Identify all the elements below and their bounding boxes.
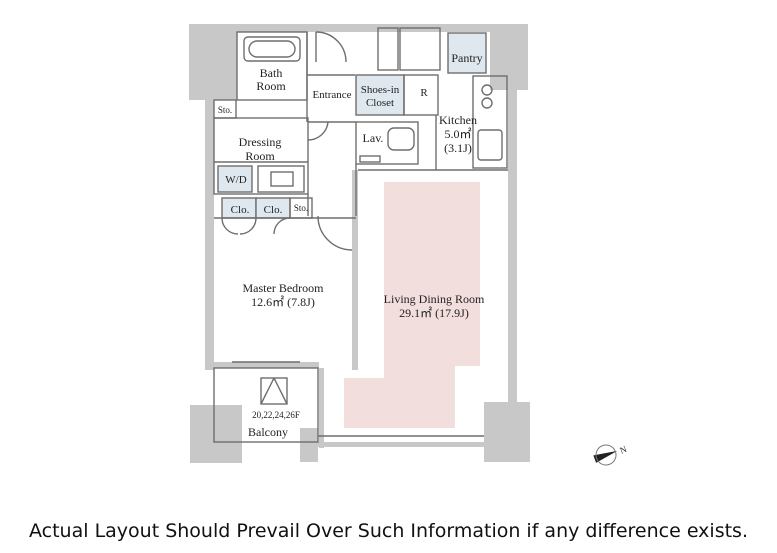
room-labels: Bath Room Entrance Shoes-in Closet R Pan… — [218, 51, 485, 439]
storage-mid-label: Sto. — [294, 203, 308, 213]
washer-dryer-label: W/D — [225, 174, 246, 186]
svg-text:N: N — [618, 444, 628, 456]
living-area-highlight — [344, 182, 480, 428]
dressing-room-label-line2: Room — [245, 149, 275, 163]
shoes-closet-label-line2: Closet — [366, 97, 394, 109]
fridge-label: R — [420, 87, 428, 99]
closet-1-label: Clo. — [231, 204, 250, 216]
disclaimer-text: Actual Layout Should Prevail Over Such I… — [29, 520, 748, 542]
kitchen-label-line3: (3.1J) — [444, 141, 472, 155]
dressing-room-label-line1: Dressing — [239, 135, 282, 149]
interior-lines — [213, 27, 508, 443]
floor-plan: N Bath Room Entrance Shoes-in Closet R P… — [189, 24, 628, 466]
kitchen-label-line2: 5.0㎡ — [444, 127, 471, 141]
living-dining-label-line1: Living Dining Room — [384, 292, 485, 306]
closet-2-label: Clo. — [264, 204, 283, 216]
north-arrow-icon: N — [593, 444, 628, 466]
bath-room-label-line2: Room — [256, 79, 286, 93]
shoes-closet-label-line1: Shoes-in — [361, 84, 400, 96]
bath-room-label-line1: Bath — [260, 66, 283, 80]
walls — [189, 24, 530, 463]
storage-top-label: Sto. — [218, 105, 232, 115]
living-dining-label-line2: 29.1㎡ (17.9J) — [399, 306, 469, 320]
pantry-label: Pantry — [451, 51, 482, 65]
master-bedroom-label-line2: 12.6㎡ (7.8J) — [251, 295, 315, 309]
balcony-floors-label: 20,22,24,26F — [252, 410, 300, 420]
kitchen-label-line1: Kitchen — [439, 113, 477, 127]
lavatory-label: Lav. — [363, 131, 384, 145]
entrance-label: Entrance — [312, 89, 351, 101]
balcony-label: Balcony — [248, 425, 288, 439]
master-bedroom-label-line1: Master Bedroom — [243, 281, 325, 295]
